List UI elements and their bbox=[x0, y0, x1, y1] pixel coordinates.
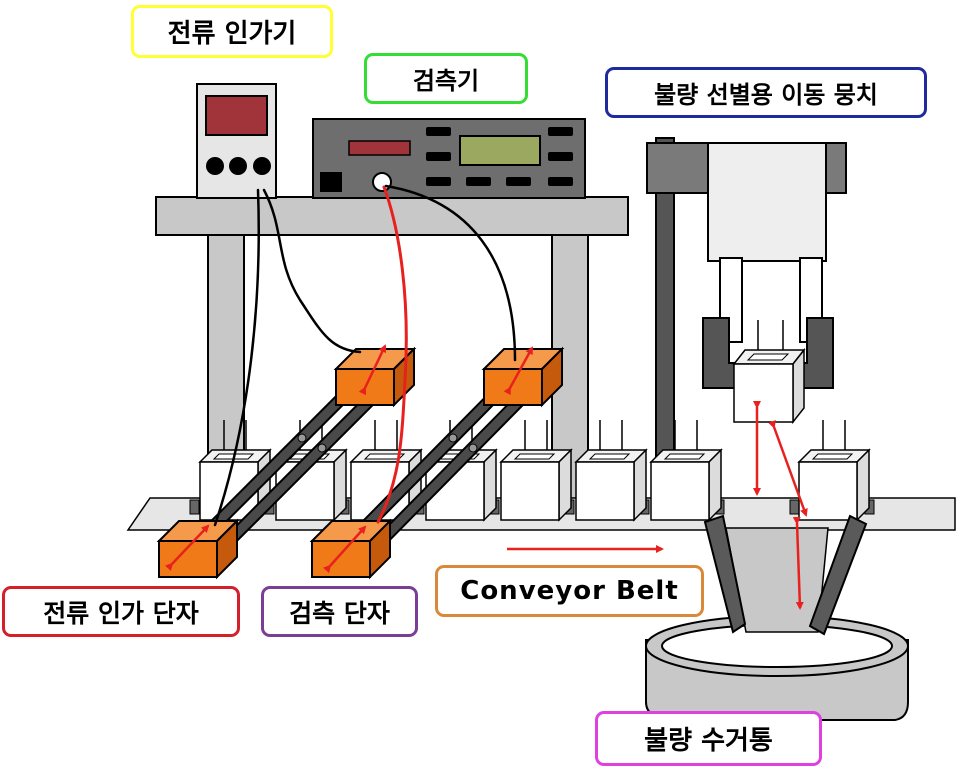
wires bbox=[213, 184, 517, 527]
chute-wall-left bbox=[703, 514, 747, 634]
detector-display-red bbox=[348, 140, 411, 156]
current-applicator bbox=[196, 83, 277, 199]
wire-applicator-lower bbox=[213, 188, 260, 527]
gripped-product bbox=[732, 320, 806, 425]
applicator-knob-1 bbox=[206, 157, 224, 175]
applicator-knob-2 bbox=[229, 157, 247, 175]
reject-bin bbox=[645, 514, 909, 721]
label-reject-mover: 불량 선별용 이동 뭉치 bbox=[605, 67, 927, 118]
product-cube bbox=[797, 420, 871, 522]
wire-detector-red bbox=[376, 185, 408, 524]
terminal-block-detect-upper bbox=[481, 346, 565, 408]
mover-carriage bbox=[707, 142, 827, 262]
detector-display-lcd bbox=[459, 135, 541, 166]
arrow-upper-left-block bbox=[358, 344, 387, 396]
detector-device bbox=[312, 118, 586, 199]
terminal-block-detect-lower bbox=[309, 518, 393, 580]
reject-mover bbox=[646, 137, 847, 513]
terminal-block-apply-lower bbox=[156, 518, 240, 580]
arrow-lower-right-block bbox=[323, 525, 367, 574]
terminal-block-apply-upper bbox=[333, 346, 417, 408]
detector-probe-jack bbox=[372, 172, 392, 192]
label-detector: 검측기 bbox=[364, 53, 528, 104]
label-conveyor-belt: Conveyor Belt bbox=[435, 565, 704, 617]
arrow-drop-into-bin bbox=[792, 516, 804, 610]
applicator-knob-3 bbox=[253, 157, 271, 175]
label-detect-terminal: 검측 단자 bbox=[261, 586, 418, 637]
arrow-upper-right-block bbox=[503, 346, 534, 396]
detector-buttons bbox=[426, 127, 573, 186]
motion-arrows bbox=[164, 344, 808, 610]
wire-detector-black bbox=[384, 184, 517, 362]
label-current-applicator: 전류 인가기 bbox=[131, 5, 333, 58]
product-cube bbox=[499, 420, 573, 522]
product-cube bbox=[649, 420, 723, 522]
arrow-lower-left-block bbox=[164, 524, 210, 572]
detector-power-switch bbox=[320, 172, 342, 192]
probe-rods bbox=[198, 378, 532, 552]
label-apply-terminal: 전류 인가 단자 bbox=[2, 586, 240, 637]
belt-cleat bbox=[189, 499, 200, 515]
label-reject-bin: 불량 수거통 bbox=[595, 711, 822, 766]
arrow-gripper-diagonal bbox=[768, 419, 808, 517]
applicator-display bbox=[205, 95, 268, 136]
wire-applicator-upper bbox=[262, 188, 362, 354]
chute-wall-right bbox=[808, 514, 868, 636]
belt-cleat bbox=[789, 499, 800, 515]
product-cube bbox=[574, 420, 648, 522]
